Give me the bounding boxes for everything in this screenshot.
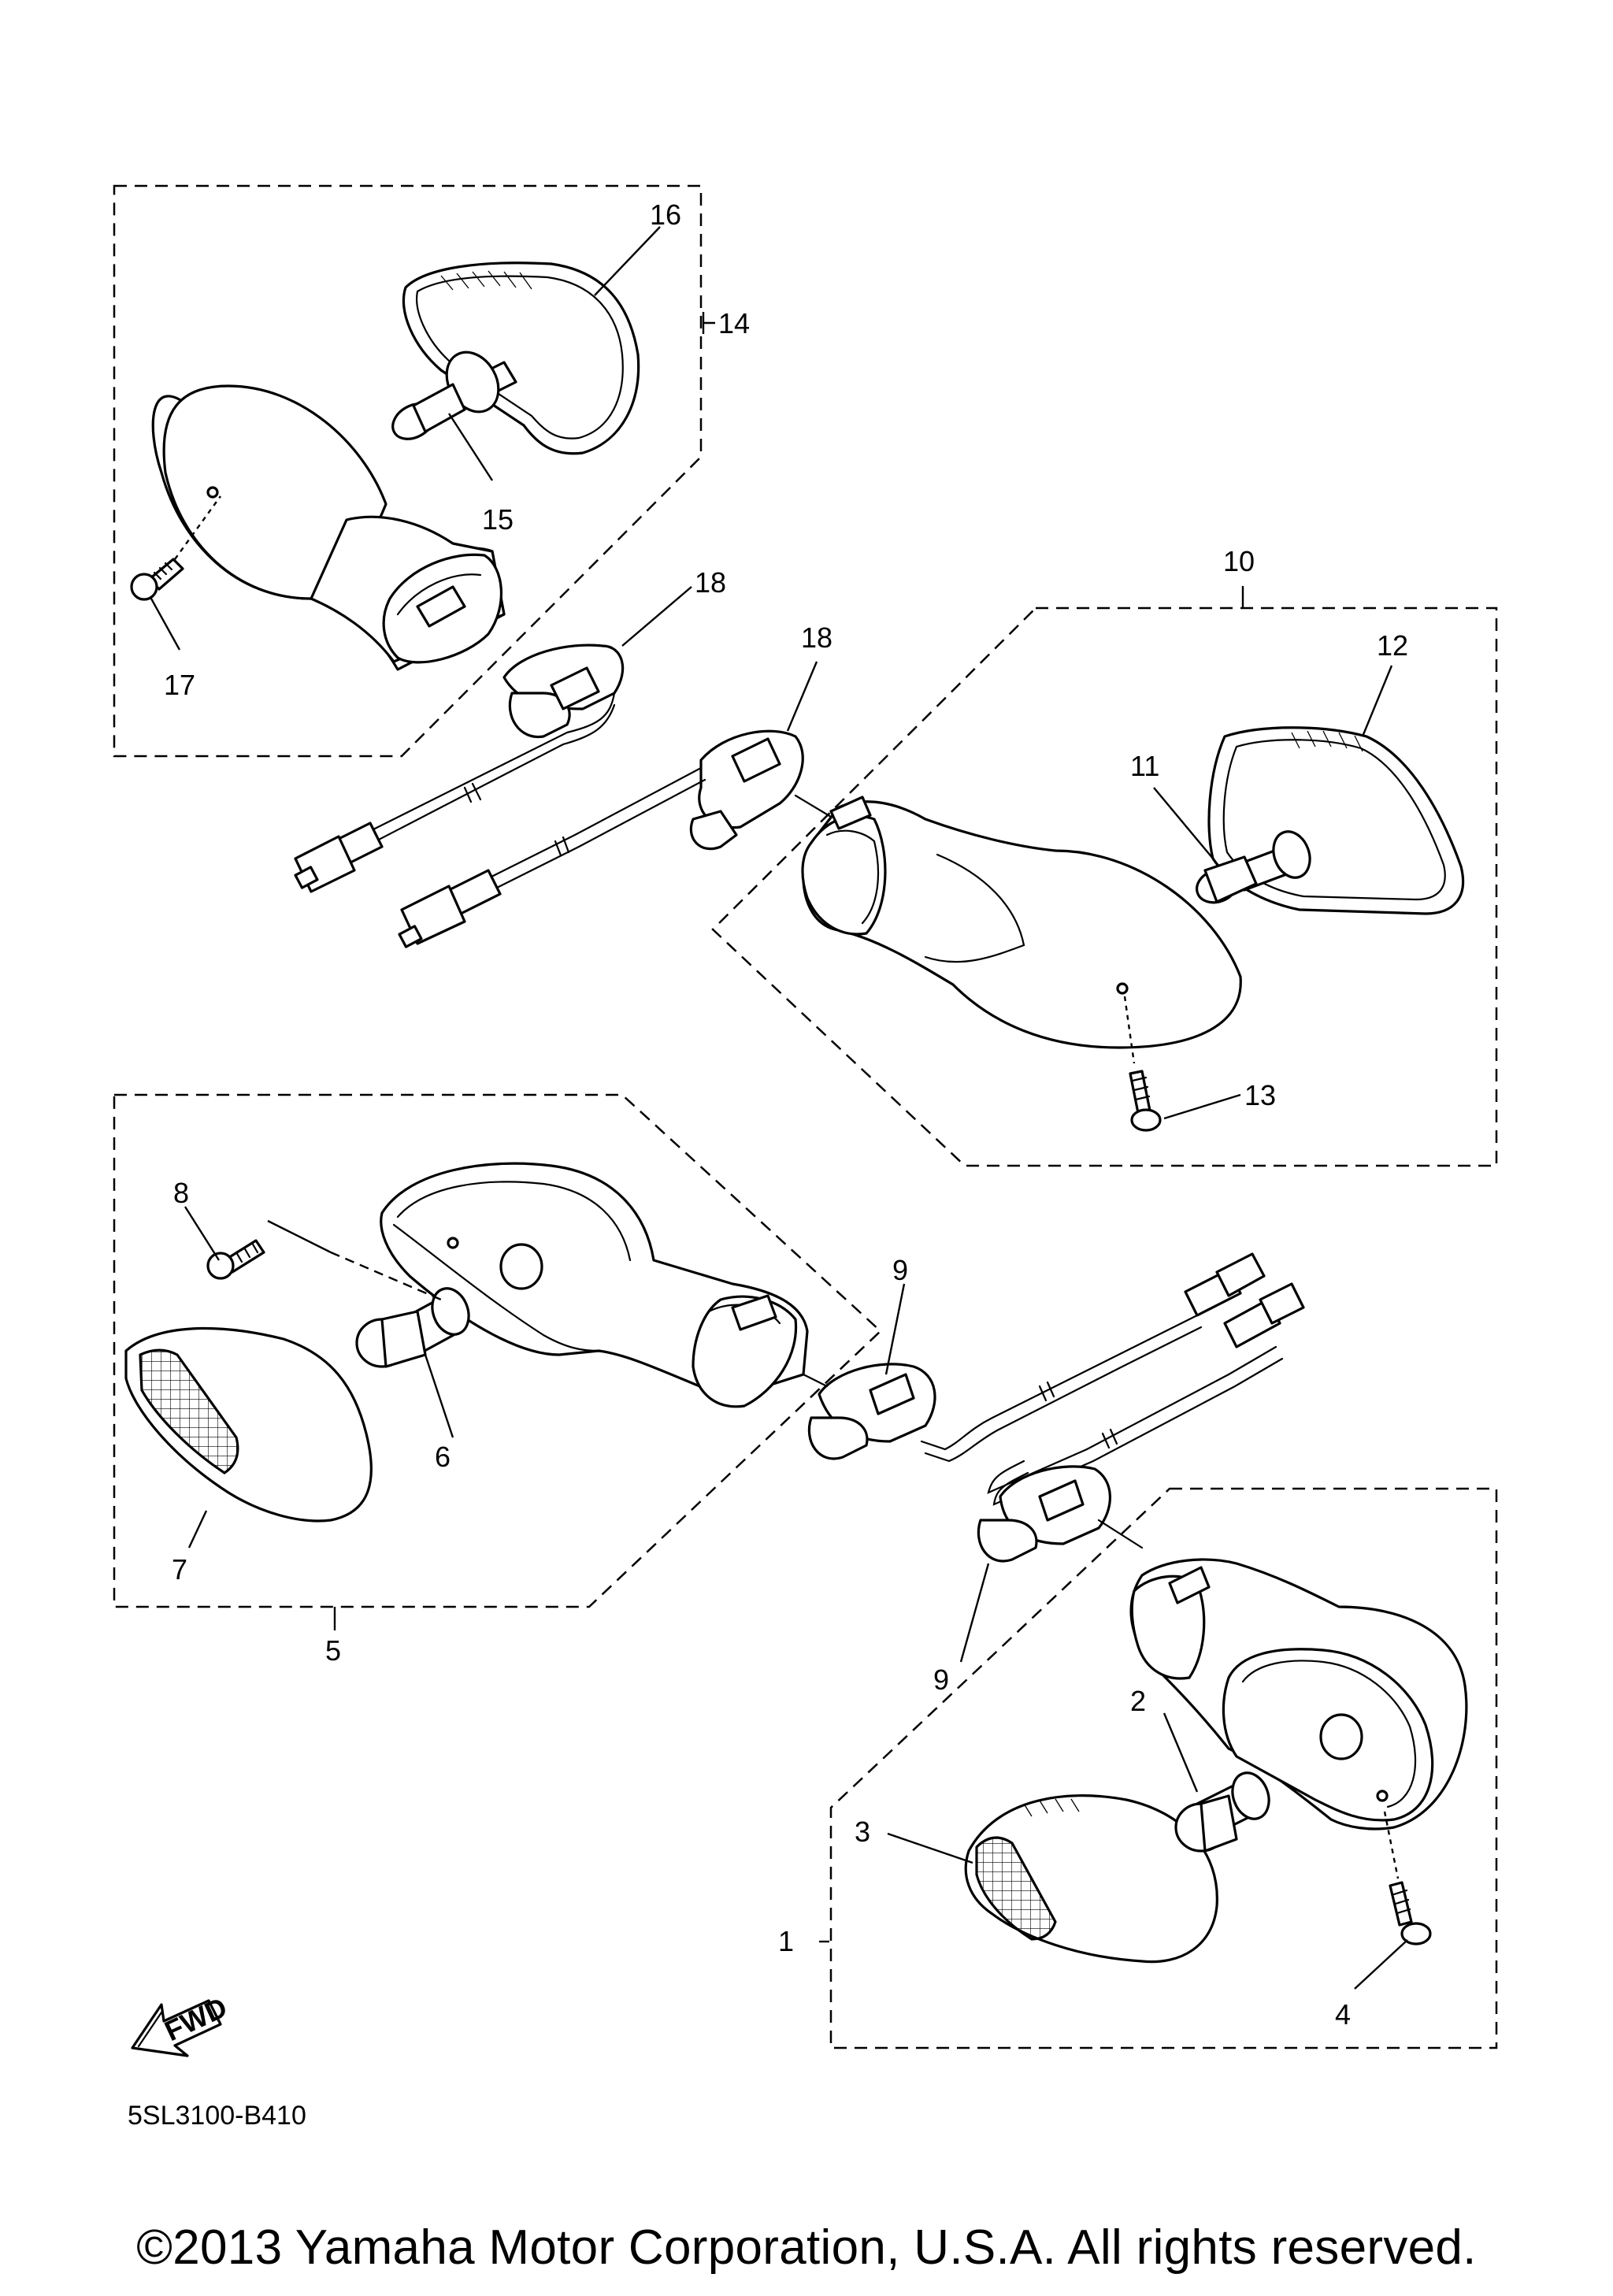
grommet-18-upper (502, 644, 625, 739)
callout-18-lower: 18 (801, 621, 832, 654)
screw-17 (130, 495, 221, 601)
assembly-14-box (113, 184, 703, 758)
callout-12: 12 (1377, 629, 1408, 662)
fwd-label: FWD (160, 1990, 232, 2047)
callout-16: 16 (650, 198, 681, 231)
bulb-2 (1174, 1771, 1270, 1853)
flasher-body-rear-left (151, 384, 506, 671)
flasher-body-front-left (380, 1162, 809, 1408)
screw-8 (206, 1219, 442, 1301)
callout-6: 6 (435, 1441, 451, 1473)
callout-1: 1 (778, 1925, 794, 1957)
screw-4 (1383, 1811, 1432, 1945)
callout-5: 5 (325, 1634, 341, 1667)
callout-15: 15 (482, 503, 514, 536)
callout-10: 10 (1223, 545, 1255, 577)
callout-7: 7 (172, 1553, 187, 1586)
wire-rear-right (987, 1282, 1305, 1506)
callout-13: 13 (1244, 1079, 1276, 1111)
screw-13 (1123, 996, 1162, 1132)
flasher-body-rear-right (1129, 1558, 1468, 1830)
bulb-6 (355, 1287, 470, 1368)
diagram-code: 5SL3100-B410 (128, 2101, 306, 2131)
grommet-9-upper (802, 1363, 936, 1460)
callout-18-upper: 18 (695, 566, 726, 599)
callout-9-upper: 9 (892, 1254, 908, 1286)
fwd-arrow-icon: FWD (131, 1990, 232, 2057)
callouts: 16 14 15 17 18 18 10 12 11 13 8 6 7 5 9 … (128, 198, 1408, 2131)
callout-9-lower: 9 (933, 1664, 949, 1696)
grommet-18-lower (689, 729, 836, 851)
lens-7 (124, 1326, 373, 1523)
copyright-notice: ©2013 Yamaha Motor Corporation, U.S.A. A… (136, 2220, 1477, 2275)
callout-17: 17 (164, 669, 195, 701)
wire-front-right (398, 766, 706, 948)
callout-14: 14 (718, 307, 750, 339)
callout-2: 2 (1130, 1685, 1146, 1717)
callout-11: 11 (1130, 750, 1159, 782)
lens-3 (964, 1794, 1218, 1964)
leader-lines (150, 226, 1408, 1990)
callout-3: 3 (855, 1816, 870, 1848)
flasher-body-front-right (801, 796, 1242, 1049)
wire-front-left (920, 1252, 1266, 1463)
callout-4: 4 (1335, 1998, 1351, 2031)
lens-16 (402, 261, 640, 455)
bulb-15 (391, 351, 517, 440)
assembly-10-box (711, 606, 1498, 1167)
assembly-1-box (829, 1487, 1498, 2049)
bulb-11 (1196, 830, 1311, 904)
callout-8: 8 (173, 1177, 189, 1209)
grommet-9-lower (977, 1465, 1144, 1563)
wire-rear-left (294, 692, 616, 893)
